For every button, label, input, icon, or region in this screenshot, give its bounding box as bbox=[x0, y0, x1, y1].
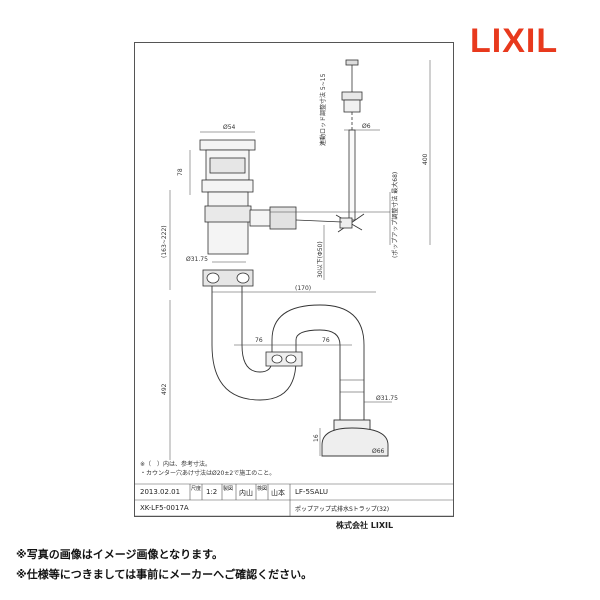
dim-width-76b: 76 bbox=[322, 337, 330, 344]
footer-note-spec: ※仕様等につきましては事前にメーカーへご確認ください。 bbox=[16, 568, 313, 581]
tb-scale: 1:2 bbox=[206, 488, 218, 496]
dim-flange-dia: Ø66 bbox=[372, 448, 385, 455]
dim-range-163-222: (163~222) bbox=[161, 225, 168, 258]
dim-height-16: 16 bbox=[313, 434, 320, 442]
popup-rod-assembly bbox=[335, 59, 365, 233]
tb-checked-by: 山本 bbox=[271, 489, 285, 497]
dim-rod-dia: Ø6 bbox=[362, 123, 371, 130]
s-trap-pipe bbox=[211, 286, 365, 420]
tb-drawn-label: 製図 bbox=[223, 486, 234, 492]
drawing-frame bbox=[134, 42, 454, 517]
tb-company: 株式会社 LIXIL bbox=[336, 521, 394, 530]
tb-drawn-by: 内山 bbox=[239, 489, 253, 497]
dim-rod-adjust: 連動ロッド調整寸法 5~15 bbox=[319, 73, 327, 146]
dim-pipe-dia-bottom: Ø31.75 bbox=[376, 395, 398, 402]
floor-flange bbox=[321, 419, 389, 457]
trap-nut-middle bbox=[265, 351, 303, 367]
frame-note-1: ※（ ）内は、参考寸法。 bbox=[140, 460, 211, 468]
tb-scale-label: 尺度 bbox=[191, 486, 202, 492]
tb-model: LF-5SALU bbox=[295, 488, 328, 496]
frame-note-2: ・カウンター穴あけ寸法はØ20±2で施工のこと。 bbox=[140, 469, 275, 477]
dim-adjust-max: (ポップアップ調整寸法 最大68) bbox=[391, 172, 399, 258]
dim-pipe-dia-top: Ø31.75 bbox=[186, 256, 208, 263]
lixil-logo: LIXIL bbox=[470, 22, 559, 60]
dim-height-78: 78 bbox=[177, 168, 184, 176]
title-block-grid bbox=[134, 483, 454, 517]
tb-date: 2013.02.01 bbox=[140, 488, 181, 496]
footer-note-image: ※写真の画像はイメージ画像となります。 bbox=[16, 548, 224, 561]
dim-width-170: (170) bbox=[295, 285, 311, 292]
tb-checked-label: 検図 bbox=[257, 486, 268, 492]
tb-drawing-no: XK-LF5-0017A bbox=[140, 504, 189, 512]
dim-cap-dia: Ø54 bbox=[223, 124, 236, 131]
dim-max-30: 30以下(Φ50) bbox=[317, 241, 324, 278]
dim-height-400: 400 bbox=[422, 153, 429, 165]
dim-width-76a: 76 bbox=[255, 337, 263, 344]
drain-body bbox=[199, 139, 343, 287]
tb-description: ポップアップ式排水Sトラップ(32) bbox=[295, 506, 390, 513]
dim-height-492: 492 bbox=[161, 383, 168, 395]
dimension-lines bbox=[169, 60, 431, 460]
